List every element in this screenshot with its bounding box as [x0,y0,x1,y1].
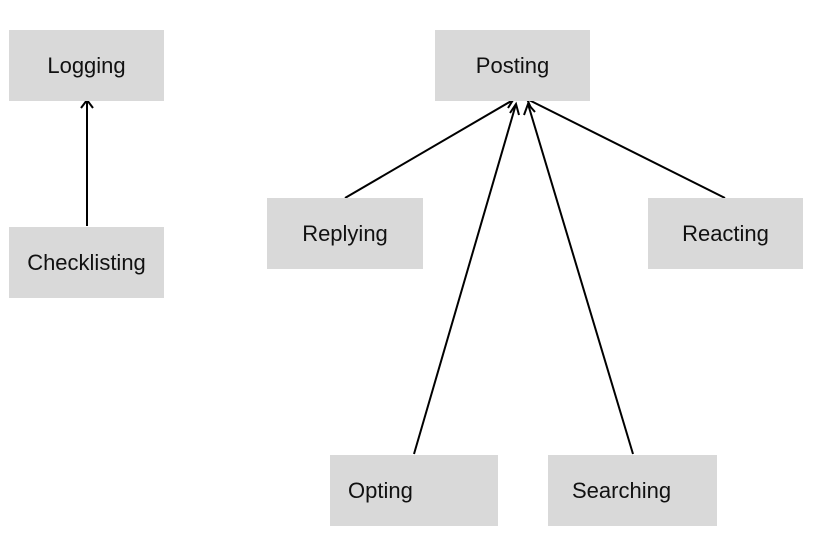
edge-searching-posting [523,102,634,455]
node-checklisting: Checklisting [9,227,164,298]
node-logging: Logging [9,30,164,101]
node-label: Logging [47,52,126,78]
node-label: Posting [475,52,550,78]
edge-checklisting-logging [80,98,94,226]
node-label: Reacting [682,220,769,246]
node-searching: Searching [548,455,717,526]
node-label: Opting [348,477,413,503]
edge-reacting-posting [525,98,726,199]
node-label: Replying [302,220,388,246]
edge-replying-posting [344,99,515,199]
node-label: Searching [572,477,672,503]
node-posting: Posting [435,30,590,101]
node-label: Checklisting [27,249,146,275]
node-opting: Opting [330,455,498,526]
edge-opting-posting [413,101,520,455]
node-reacting: Reacting [648,198,803,269]
node-replying: Replying [267,198,423,269]
